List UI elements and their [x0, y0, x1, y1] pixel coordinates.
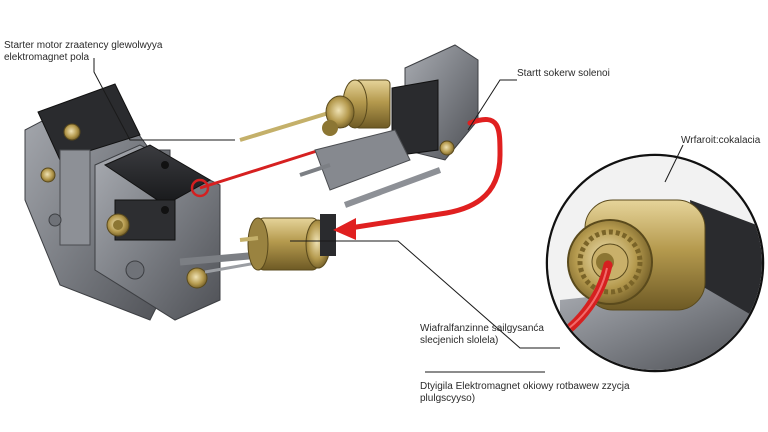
label-engagement-line1: Wiafralfanzinne sailgysanća — [420, 323, 544, 334]
leader-lines — [93, 58, 684, 373]
label-engagement-line2: slecjenich slolela) — [420, 335, 499, 346]
red-wire — [199, 148, 321, 190]
label-starter-motor-line2: elektromagnet pola — [4, 52, 90, 63]
detail-zoom-circle — [545, 153, 765, 373]
label-starter-solenoid: Startt sokerw solenoi — [517, 68, 610, 80]
label-electromagnet-line2: plulgscyyso) — [420, 393, 476, 404]
flow-arrow — [333, 117, 503, 240]
label-starter-motor-line1: Starter motor zraatency glewolwyya — [4, 40, 163, 51]
leader-right — [664, 144, 684, 183]
lower-solenoid — [239, 214, 336, 271]
label-starter-solenoid-text: Startt sokerw solenoi — [517, 68, 610, 79]
label-engagement: Wiafralfanzinne sailgysanća slecjenich s… — [420, 323, 544, 347]
leader-top-left — [93, 58, 235, 141]
label-electromagnet-line1: Dtyigila Elektromagnet okiowy rotbawew z… — [420, 381, 630, 392]
label-electromagnet: Dtyigila Elektromagnet okiowy rotbawew z… — [420, 381, 630, 405]
label-detail-text: Wrfaroit:cokalacia — [681, 135, 761, 146]
label-detail: Wrfaroit:cokalacia — [681, 135, 760, 147]
label-starter-motor: Starter motor zraatency glewolwyya elekt… — [4, 40, 162, 64]
starter-motor-housing — [24, 83, 221, 321]
upper-solenoid — [239, 44, 479, 208]
leader-top-right — [467, 79, 517, 131]
leader-bottom-mid — [290, 240, 560, 349]
